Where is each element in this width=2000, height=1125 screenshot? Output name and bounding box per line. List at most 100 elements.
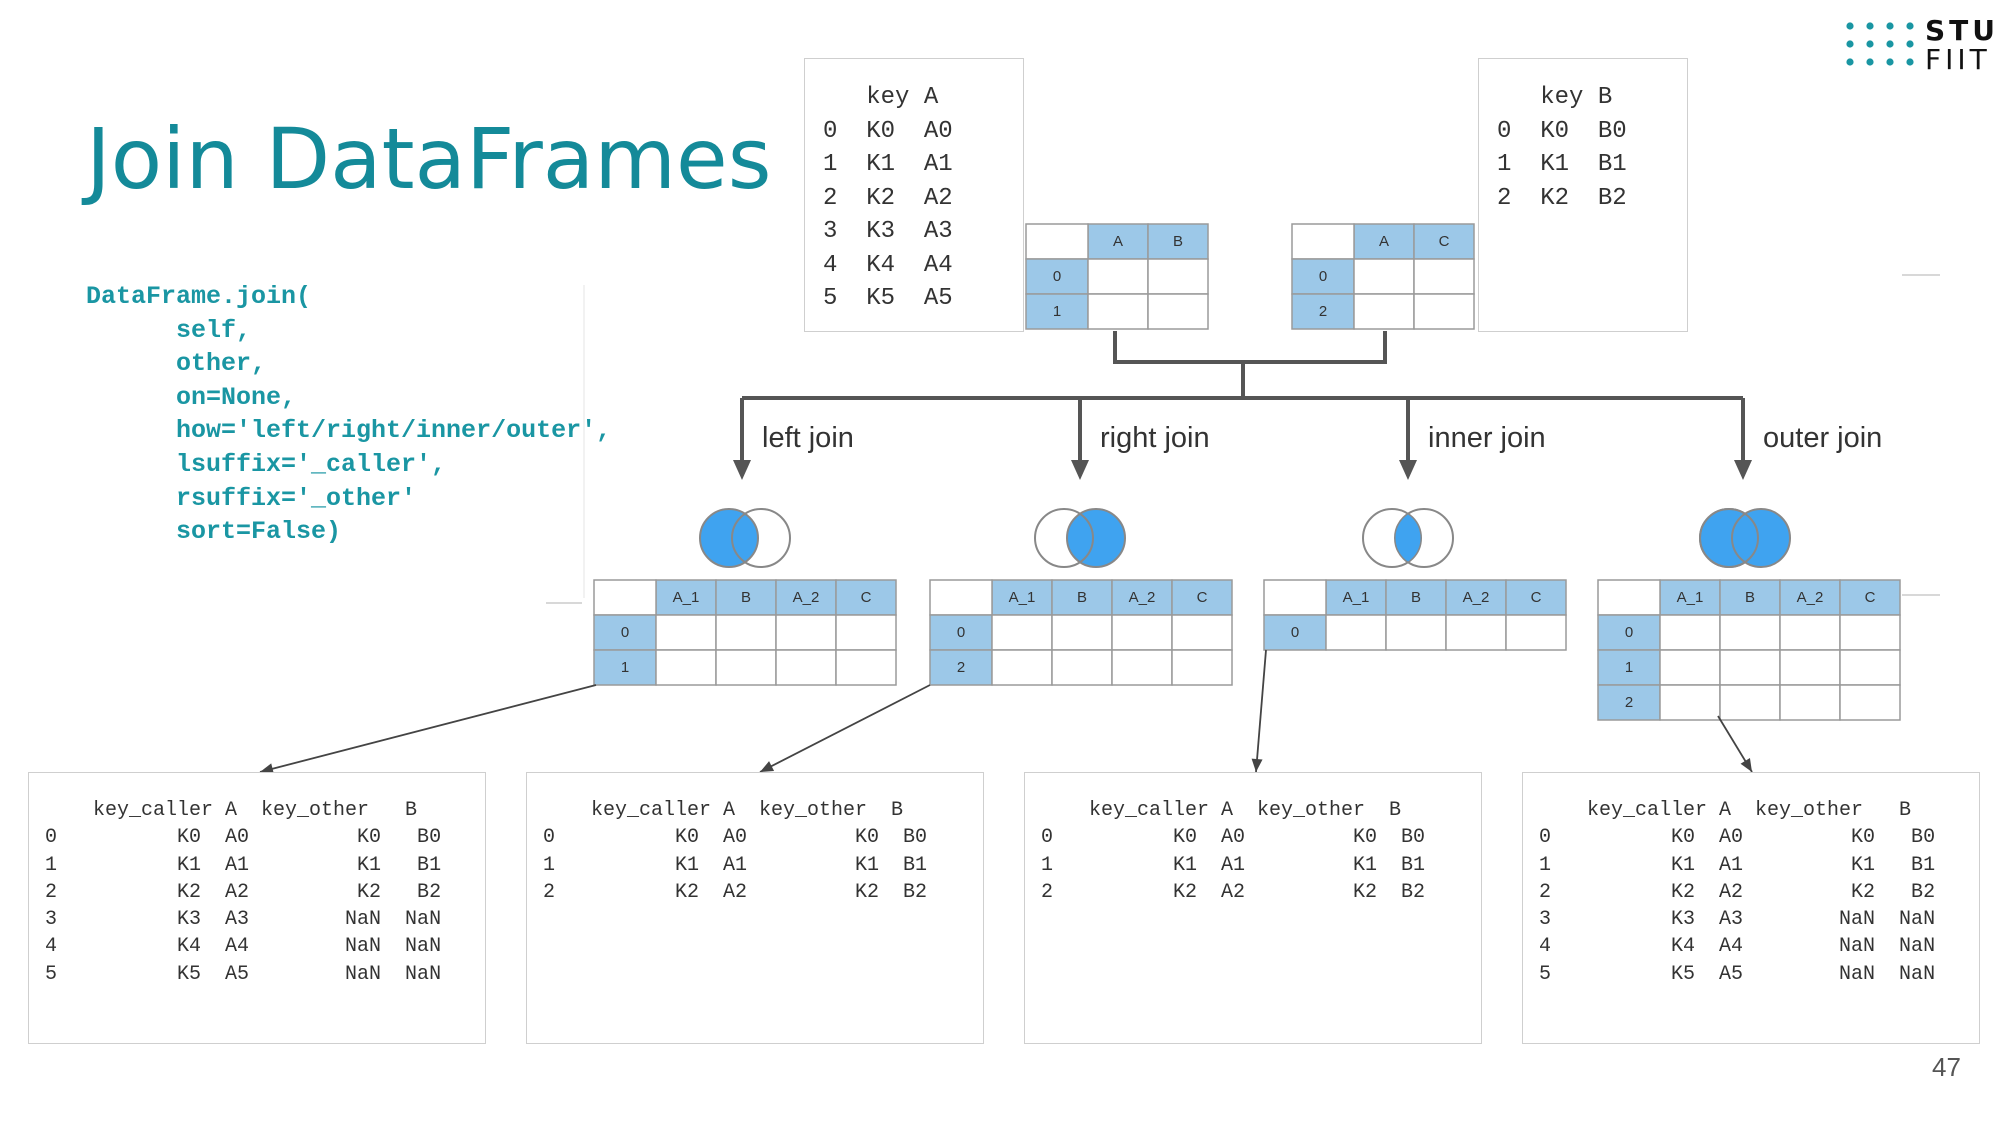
result-grid-col-label: B (1745, 589, 1755, 606)
result-grid-cell (1719, 649, 1781, 686)
venn-circle-right (1731, 508, 1791, 568)
result-grid-corner-cell (593, 579, 657, 616)
result-table-row: 2 K2 A2 K2 B2 (1041, 880, 1426, 904)
arrow-head (733, 460, 751, 480)
result-table-row: 5 K5 A5 NaN NaN (45, 962, 442, 986)
result-grid-corner-cell (1597, 579, 1661, 616)
schema-left-row-header (1025, 258, 1089, 295)
schema-right-corner-cell (1291, 223, 1355, 260)
result-grid-col-label: C (1197, 589, 1208, 606)
schema-left-cell (1147, 258, 1209, 295)
result-grid-cell (1111, 614, 1173, 651)
result-table-row: 2 K2 A2 K2 B2 (543, 880, 928, 904)
result-grid-cell (1719, 614, 1781, 651)
result-grid-cell (1051, 614, 1113, 651)
result-table-header: key_caller A key_other B (45, 799, 418, 822)
schema-right-cell (1413, 293, 1475, 330)
result-grid-row-label: 1 (621, 659, 629, 676)
right-table-header: key B (1497, 84, 1613, 111)
result-grid-col-header (1719, 579, 1781, 616)
result-grid-row-label: 2 (957, 659, 965, 676)
result-grid-cell (1659, 684, 1721, 721)
logo-dot (1866, 40, 1874, 48)
result-table-row: 4 K4 A4 NaN NaN (45, 935, 442, 959)
result-grid-row-label: 2 (1625, 694, 1633, 711)
result-grid-cell (655, 649, 717, 686)
logo-dot (1846, 22, 1854, 30)
signature-line: DataFrame.join( (86, 282, 312, 311)
result-grid-col-header (1779, 579, 1841, 616)
result-grid-cell (1779, 684, 1841, 721)
result-grid-row-label: 0 (957, 624, 965, 641)
result-table-row: 1 K1 A1 K1 B1 (1539, 853, 1936, 877)
result-grid-col-header (1325, 579, 1387, 616)
schema-right-cell (1353, 293, 1415, 330)
result-grid-col-label: A_1 (673, 589, 700, 606)
result-grid-col-label: A_1 (1009, 589, 1036, 606)
left-table-row: 5 K5 A5 (823, 285, 953, 312)
result-grid-col-header (715, 579, 777, 616)
logo-dot (1846, 58, 1854, 66)
venn-circle-left (699, 508, 759, 568)
result-table-row: 3 K3 A3 NaN NaN (45, 908, 442, 932)
result-table-row: 0 K0 A0 K0 B0 (45, 826, 442, 850)
venn-circle-right (731, 508, 791, 568)
result-table-row: 3 K3 A3 NaN NaN (1539, 908, 1936, 932)
signature-line: on=None, (86, 382, 297, 412)
left-table-header: key A (823, 84, 939, 111)
logo-dot (1886, 58, 1894, 66)
logo-dot (1906, 40, 1914, 48)
result-table-row: 0 K0 A0 K0 B0 (1041, 826, 1426, 850)
result-grid-cell (1719, 684, 1781, 721)
result-table-row: 5 K5 A5 NaN NaN (1539, 962, 1936, 986)
schema-right-row-label: 0 (1319, 268, 1327, 285)
result-grid-cell (1659, 649, 1721, 686)
schema-left-col-label: B (1173, 233, 1183, 250)
result-grid-col-label: A_1 (1343, 589, 1370, 606)
venn-circle-left-outline (1699, 508, 1759, 568)
result-table-header: key_caller A key_other B (543, 799, 904, 822)
result-grid-col-label: B (1077, 589, 1087, 606)
result-grid-col-label: A_2 (1129, 589, 1156, 606)
result-grid-col-header (1171, 579, 1233, 616)
result-grid-col-header (655, 579, 717, 616)
venn-circle-right (1066, 508, 1126, 568)
result-arrow (759, 684, 931, 773)
result-grid-row-label: 0 (1291, 624, 1299, 641)
result-grid-corner-cell (929, 579, 993, 616)
logo-dot (1906, 22, 1914, 30)
result-arrow-head (1740, 758, 1752, 772)
left-table-row: 4 K4 A4 (823, 251, 953, 279)
left-table-row: 2 K2 A2 (823, 184, 953, 212)
result-grid-cell (775, 614, 837, 651)
schema-left-cell (1087, 258, 1149, 295)
right-table-row: 0 K0 B0 (1497, 117, 1627, 145)
page-number: 47 (1932, 1052, 1961, 1082)
result-grid-row-label: 0 (621, 624, 629, 641)
schema-left-row-label: 1 (1053, 303, 1061, 320)
result-grid-col-label: A_2 (793, 589, 820, 606)
result-grid-col-label: B (1411, 589, 1421, 606)
signature-line: lsuffix='_caller', (86, 449, 447, 479)
join-label: outer join (1763, 422, 1882, 454)
result-arrow-head (1251, 758, 1263, 772)
result-grid-col-header (1839, 579, 1901, 616)
join-label: left join (762, 422, 854, 454)
result-grid-cell (1325, 614, 1387, 651)
schema-right-row-header (1291, 293, 1355, 330)
result-table-row: 1 K1 A1 K1 B1 (1041, 853, 1426, 877)
result-grid-row-header (1263, 614, 1327, 651)
arrow-head (1399, 460, 1417, 480)
schema-left-row-label: 0 (1053, 268, 1061, 285)
result-grid-row-label: 0 (1625, 624, 1633, 641)
logo-dot (1846, 40, 1854, 48)
result-arrow (259, 684, 597, 773)
result-grid-col-label: B (741, 589, 751, 606)
logo-dot (1866, 58, 1874, 66)
